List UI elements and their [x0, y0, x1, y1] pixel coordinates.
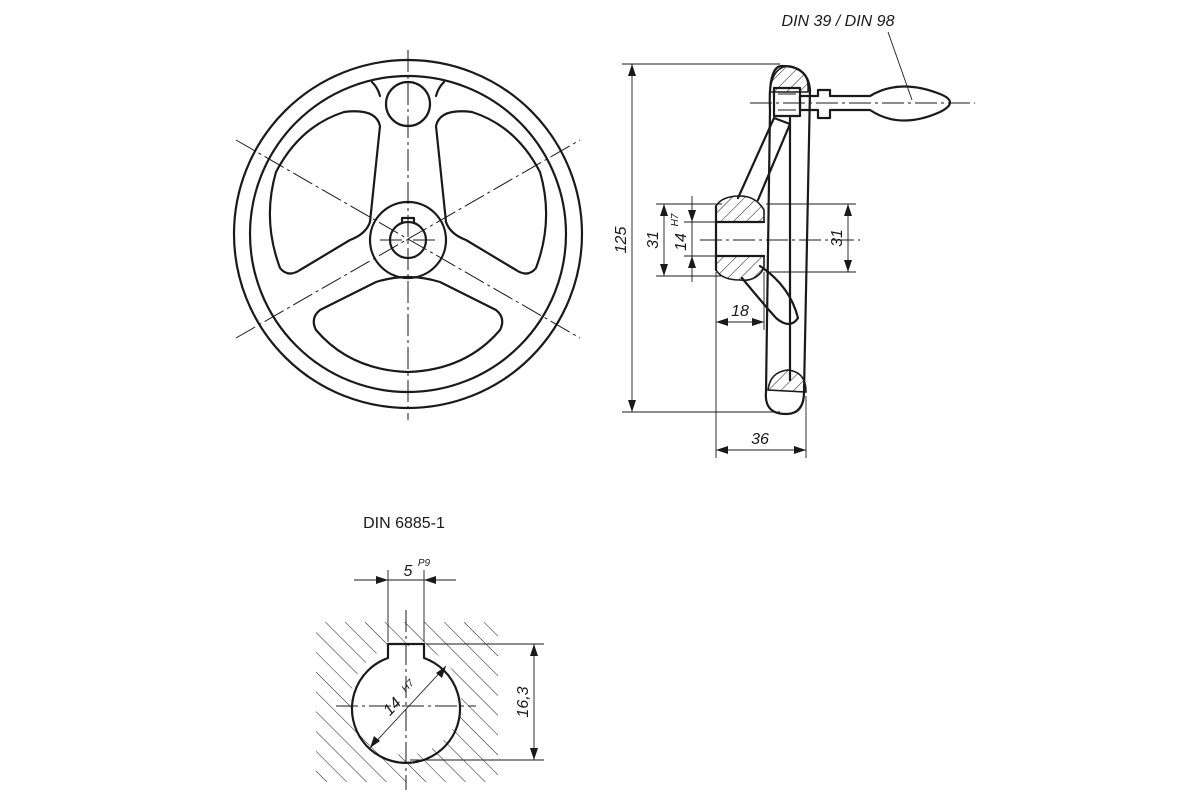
dim-hub-offset: 18: [731, 303, 749, 320]
dim-key-width: 5: [404, 563, 413, 580]
side-dimensions: 125 31 14 H7 31 18 36: [613, 13, 913, 458]
spoke-window-left: [268, 110, 382, 275]
dim-height-right: 31: [829, 229, 846, 247]
keyway-bore: [350, 642, 462, 765]
dim-key-bore-tol: H7: [400, 678, 417, 695]
dim-bore: 14: [673, 233, 690, 251]
rim-bottom-section: [767, 369, 807, 393]
dim-diameter: 125: [613, 227, 630, 254]
hub-section-bottom: [715, 255, 765, 282]
label-din-keyway: DIN 6885-1: [363, 515, 445, 532]
crank-handle: [798, 85, 952, 122]
dim-key-width-tol: P9: [418, 558, 431, 569]
spoke-upper: [736, 116, 792, 202]
keyway-detail: DIN 6885-1 5 P9 14 H7 16,3: [316, 515, 544, 790]
dim-bore-tol: H7: [670, 213, 681, 226]
rim-top-section: [769, 65, 809, 93]
side-view: [700, 64, 975, 416]
spoke-lower: [740, 264, 800, 326]
front-view: [232, 50, 584, 420]
hub-section-top: [715, 195, 765, 223]
keyway-hatched-block: [316, 622, 498, 782]
dim-key-bore: 14: [380, 695, 405, 720]
spoke-window-bottom: [312, 275, 504, 374]
label-din-handle: DIN 39 / DIN 98: [782, 13, 895, 30]
dim-width: 36: [751, 431, 769, 448]
dim-key-height: 16,3: [515, 686, 532, 717]
dim-height-left: 31: [645, 231, 662, 249]
spoke-window-right: [434, 110, 548, 275]
